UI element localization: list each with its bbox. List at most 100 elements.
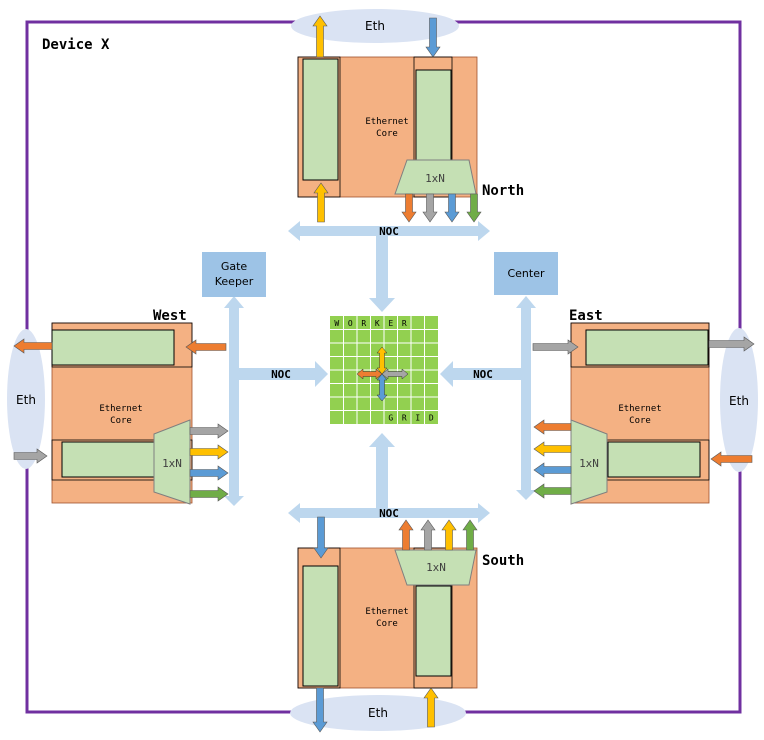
east-core-label1: Ethernet	[618, 404, 661, 414]
eth-south-label: Eth	[368, 706, 388, 720]
north-tx-buffer	[415, 69, 452, 161]
signal-arrow	[444, 193, 460, 223]
signal-arrow	[710, 451, 753, 467]
south-tx-buffer	[415, 585, 452, 677]
noc-south-bar	[288, 503, 490, 523]
signal-arrow	[313, 516, 329, 559]
noc-network	[224, 221, 536, 523]
west-core-label1: Ethernet	[99, 404, 142, 414]
noc-west-bar	[224, 296, 244, 506]
noc-west-link	[239, 361, 328, 387]
west-mux-label: 1xN	[162, 457, 182, 470]
gatekeeper-line1: Gate	[221, 260, 248, 273]
signal-arrow	[189, 444, 229, 460]
east-tx-buffer	[607, 441, 701, 478]
core-south: 1xN Ethernet Core	[297, 547, 478, 689]
device-label: Device X	[42, 37, 110, 53]
noc-label-north: NOC	[379, 225, 399, 238]
grid-letter: R	[361, 319, 366, 328]
noc-label-west: NOC	[271, 368, 291, 381]
noc-north-bar	[288, 221, 490, 241]
signal-arrow	[425, 17, 441, 58]
label-north: North	[482, 183, 524, 199]
signal-arrows	[13, 15, 755, 733]
north-core-label2: Core	[376, 129, 398, 139]
noc-north-link	[369, 236, 395, 312]
noc-south-link	[369, 433, 395, 508]
signal-arrow	[533, 483, 572, 499]
signal-arrow	[313, 182, 329, 223]
grid-letter: G	[388, 414, 393, 423]
signal-arrow	[185, 339, 227, 355]
grid-cross-arrow	[381, 368, 409, 380]
noc-east-bar	[516, 296, 536, 500]
grid-letter: K	[375, 319, 380, 328]
signal-arrow	[189, 486, 229, 502]
label-south: South	[482, 553, 524, 569]
signal-arrow	[398, 519, 414, 551]
grid-letter: O	[348, 319, 353, 328]
north-rx-buffer	[302, 58, 339, 181]
south-core-label1: Ethernet	[365, 607, 408, 617]
signal-arrow	[532, 339, 579, 355]
grid-letter: D	[429, 414, 434, 423]
eth-south	[290, 695, 466, 731]
noc-label-east: NOC	[473, 368, 493, 381]
west-mux	[153, 419, 191, 505]
grid-letter: E	[388, 319, 393, 328]
eth-north	[291, 9, 459, 43]
gatekeeper-line2: Keeper	[215, 275, 254, 288]
south-mux-label: 1xN	[426, 561, 446, 574]
noc-label-south: NOC	[379, 507, 399, 520]
signal-arrow	[533, 441, 572, 457]
signal-arrow	[420, 519, 436, 551]
signal-arrow	[13, 448, 48, 464]
core-north: 1xN Ethernet Core	[297, 56, 478, 198]
south-core-label2: Core	[376, 619, 398, 629]
signal-arrow	[189, 423, 229, 439]
signal-arrow	[423, 687, 439, 728]
signal-arrow	[533, 419, 572, 435]
eth-west-label: Eth	[16, 393, 36, 407]
signal-arrow	[441, 519, 457, 551]
east-mux-label: 1xN	[579, 457, 599, 470]
core-west: 1xN Ethernet Core	[51, 322, 193, 505]
south-rx-buffer	[302, 565, 339, 687]
center-box	[494, 252, 558, 295]
grid-cross-arrow	[376, 346, 388, 375]
grid-letter: W	[334, 319, 339, 328]
east-mux	[570, 419, 608, 505]
signal-arrow	[708, 336, 755, 352]
signal-arrow	[401, 193, 417, 223]
core-east: 1xN Ethernet Core	[570, 322, 710, 505]
label-east: East	[569, 308, 603, 324]
signal-arrow	[13, 338, 53, 354]
signal-arrow	[533, 462, 572, 478]
eth-east-label: Eth	[729, 394, 749, 408]
label-west: West	[153, 308, 187, 324]
eth-west	[7, 329, 45, 469]
center-label: Center	[507, 267, 545, 280]
signal-arrow	[312, 687, 328, 733]
signal-arrow	[189, 465, 229, 481]
east-rx-buffer	[585, 329, 709, 366]
eth-east	[720, 328, 758, 472]
noc-east-link	[440, 361, 521, 387]
west-rx-buffer	[61, 441, 155, 478]
west-core-label2: Core	[110, 416, 132, 426]
eth-north-label: Eth	[365, 19, 385, 33]
grid-cross-arrow	[376, 373, 388, 402]
grid-letter: R	[402, 319, 407, 328]
grid-cross-arrow	[356, 368, 383, 380]
north-core-label1: Ethernet	[365, 117, 408, 127]
signal-arrow	[466, 193, 482, 223]
east-core-label2: Core	[629, 416, 651, 426]
signal-arrow	[422, 193, 438, 223]
grid-letter: I	[415, 414, 420, 423]
signal-arrow	[312, 15, 328, 58]
grid-letter: R	[402, 414, 407, 423]
north-mux-label: 1xN	[425, 172, 445, 185]
gatekeeper-box	[202, 252, 266, 297]
